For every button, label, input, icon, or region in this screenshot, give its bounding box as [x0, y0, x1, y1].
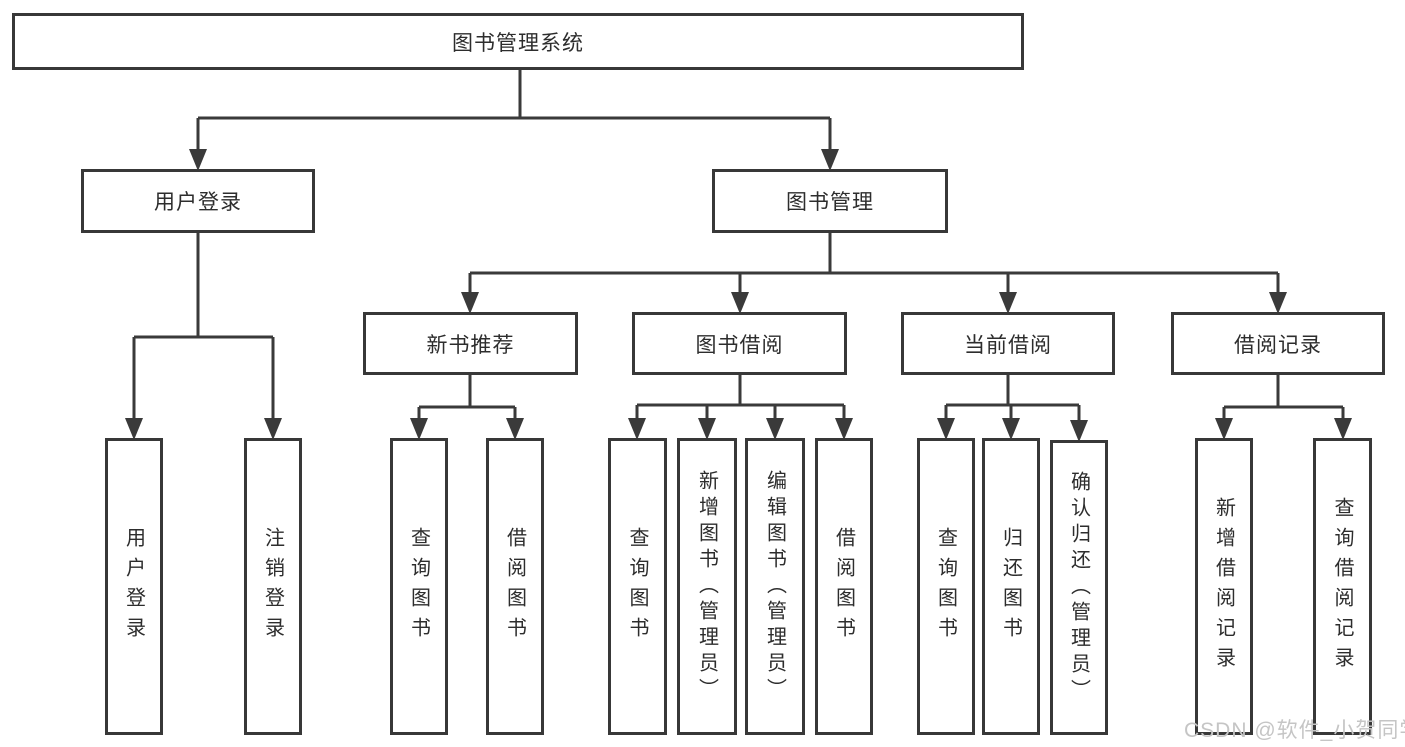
node-book-borrowing: 图书借阅	[632, 312, 847, 375]
leaf-return-books: 归还图书	[982, 438, 1040, 735]
node-user-login: 用户登录	[81, 169, 315, 233]
leaf-user-login: 用户登录	[105, 438, 163, 735]
leaf-query-books-current: 查询图书	[917, 438, 975, 735]
leaf-add-borrow-record: 新增借阅记录	[1195, 438, 1253, 735]
leaf-query-books-recommend: 查询图书	[390, 438, 448, 735]
node-book-management: 图书管理	[712, 169, 948, 233]
leaf-logout: 注销登录	[244, 438, 302, 735]
leaf-add-book-admin: 新增图书（管理员）	[677, 438, 737, 735]
leaf-borrow-books-recommend: 借阅图书	[486, 438, 544, 735]
node-current-borrowing: 当前借阅	[901, 312, 1115, 375]
node-library-management-system: 图书管理系统	[12, 13, 1024, 70]
leaf-confirm-return-admin: 确认归还（管理员）	[1050, 440, 1108, 735]
leaf-query-books-borrow: 查询图书	[608, 438, 667, 735]
leaf-edit-book-admin: 编辑图书（管理员）	[745, 438, 805, 735]
csdn-watermark: CSDN @软件_小贺同学	[1184, 719, 1405, 742]
leaf-borrow-books: 借阅图书	[815, 438, 873, 735]
node-borrowing-records: 借阅记录	[1171, 312, 1385, 375]
node-new-book-recommendation: 新书推荐	[363, 312, 578, 375]
leaf-query-borrow-record: 查询借阅记录	[1313, 438, 1372, 735]
